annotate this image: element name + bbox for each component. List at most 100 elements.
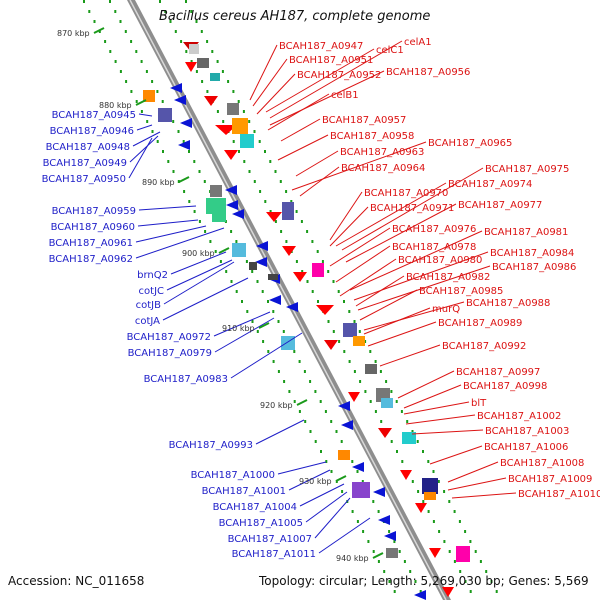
label-leader-line <box>447 461 499 483</box>
tick-mark <box>269 210 272 213</box>
tick-mark <box>130 40 133 43</box>
tick-mark <box>422 450 424 453</box>
gene-label-left: BCAH187_A0983 <box>144 374 228 385</box>
tick-mark <box>125 80 128 83</box>
gene-label-left: BCAH187_A0972 <box>127 332 211 343</box>
gene-label-right: BCAH187_A0952 <box>297 70 381 81</box>
gene-label-right: BCAH187_A0978 <box>392 242 476 253</box>
label-leader-line <box>357 265 491 311</box>
label-leader-line <box>138 205 197 211</box>
tick-mark <box>309 380 312 383</box>
scale-label: 890 kbp <box>142 178 175 187</box>
tick-mark <box>156 140 159 143</box>
gene-label-right: BCAH187_A0989 <box>438 318 522 329</box>
tick-mark <box>216 60 219 63</box>
tick-mark <box>374 360 377 363</box>
tick-mark <box>182 140 185 143</box>
tick-mark <box>241 300 243 303</box>
tick-mark <box>495 590 498 593</box>
tick-mark <box>206 90 209 93</box>
tick-mark <box>453 510 456 513</box>
label-leader-line <box>166 259 233 291</box>
gene-label-right: BCAH187_A0957 <box>322 115 406 126</box>
tick-mark <box>351 460 354 463</box>
gene-block <box>232 243 246 257</box>
label-leader-line <box>277 134 329 161</box>
tick-mark <box>162 150 164 153</box>
tick-mark <box>356 520 359 523</box>
gene-label-left: BCAH187_A1001 <box>202 486 286 497</box>
tick-mark <box>400 410 403 413</box>
tick-mark <box>159 0 161 3</box>
tick-mark <box>379 370 382 373</box>
tick-mark <box>295 260 298 263</box>
tick-mark <box>190 60 193 63</box>
tick-mark <box>453 560 456 563</box>
label-leader-line <box>256 73 296 115</box>
tick-mark <box>437 480 440 483</box>
tick-mark <box>393 540 396 543</box>
tick-mark <box>385 380 388 383</box>
tick-mark <box>167 160 170 163</box>
tick-mark <box>393 590 396 593</box>
gene-label-right: BCAH187_A0986 <box>492 262 576 273</box>
forward-gene-arrow <box>378 428 392 438</box>
tick-mark <box>195 20 198 23</box>
tick-mark <box>227 80 230 83</box>
tick-mark <box>161 100 164 103</box>
reverse-gene-arrow <box>352 462 364 472</box>
tick-mark <box>130 90 133 93</box>
tick-mark <box>248 170 251 173</box>
tick-mark <box>341 490 344 493</box>
gene-block <box>197 58 209 68</box>
tick-mark <box>388 580 391 583</box>
label-leader-line <box>299 166 340 197</box>
label-leader-line <box>349 230 483 291</box>
tick-mark <box>114 60 117 63</box>
tick-mark <box>348 360 351 363</box>
tick-marks <box>83 0 498 593</box>
label-leader-line <box>355 275 405 307</box>
gene-block <box>353 336 365 346</box>
tick-mark <box>409 570 412 573</box>
gene-label-left: BCAH187_A0946 <box>50 126 134 137</box>
tick-mark <box>364 340 367 343</box>
tick-mark <box>216 110 219 113</box>
gene-label-left: BCAH187_A1007 <box>228 534 312 545</box>
tick-mark <box>464 580 467 583</box>
reverse-gene-arrow <box>225 185 237 195</box>
gene-block <box>227 103 239 115</box>
label-leader-line <box>128 137 153 179</box>
tick-mark <box>353 370 356 373</box>
tick-mark <box>411 430 414 433</box>
tick-mark <box>151 80 154 83</box>
label-leader-line <box>329 191 363 241</box>
tick-mark <box>169 20 172 23</box>
tick-mark <box>248 120 251 123</box>
tick-mark <box>316 250 319 253</box>
tick-mark <box>340 440 343 443</box>
tick-mark <box>490 580 493 583</box>
tick-mark <box>258 140 261 143</box>
tick-mark <box>293 350 296 353</box>
gene-label-right: BCAH187_A0981 <box>484 227 568 238</box>
tick-mark <box>204 230 207 233</box>
tick-mark <box>206 40 209 43</box>
gene-block <box>143 90 155 102</box>
forward-gene-arrow <box>282 246 296 256</box>
tick-mark <box>459 570 462 573</box>
label-leader-line <box>269 70 385 126</box>
scale-label: 920 kbp <box>260 401 293 410</box>
tick-mark <box>145 70 148 73</box>
tick-mark <box>290 200 293 203</box>
tick-mark <box>245 260 248 263</box>
tick-mark <box>372 550 375 553</box>
scale-label: 900 kbp <box>182 249 215 258</box>
tick-mark <box>277 320 280 323</box>
label-leader-line <box>249 44 278 101</box>
tick-mark <box>124 30 127 33</box>
gene-block <box>240 134 254 148</box>
gene-label-left: BCAH187_A0979 <box>128 348 212 359</box>
label-leader-line <box>447 477 507 491</box>
gene-block <box>282 202 294 220</box>
